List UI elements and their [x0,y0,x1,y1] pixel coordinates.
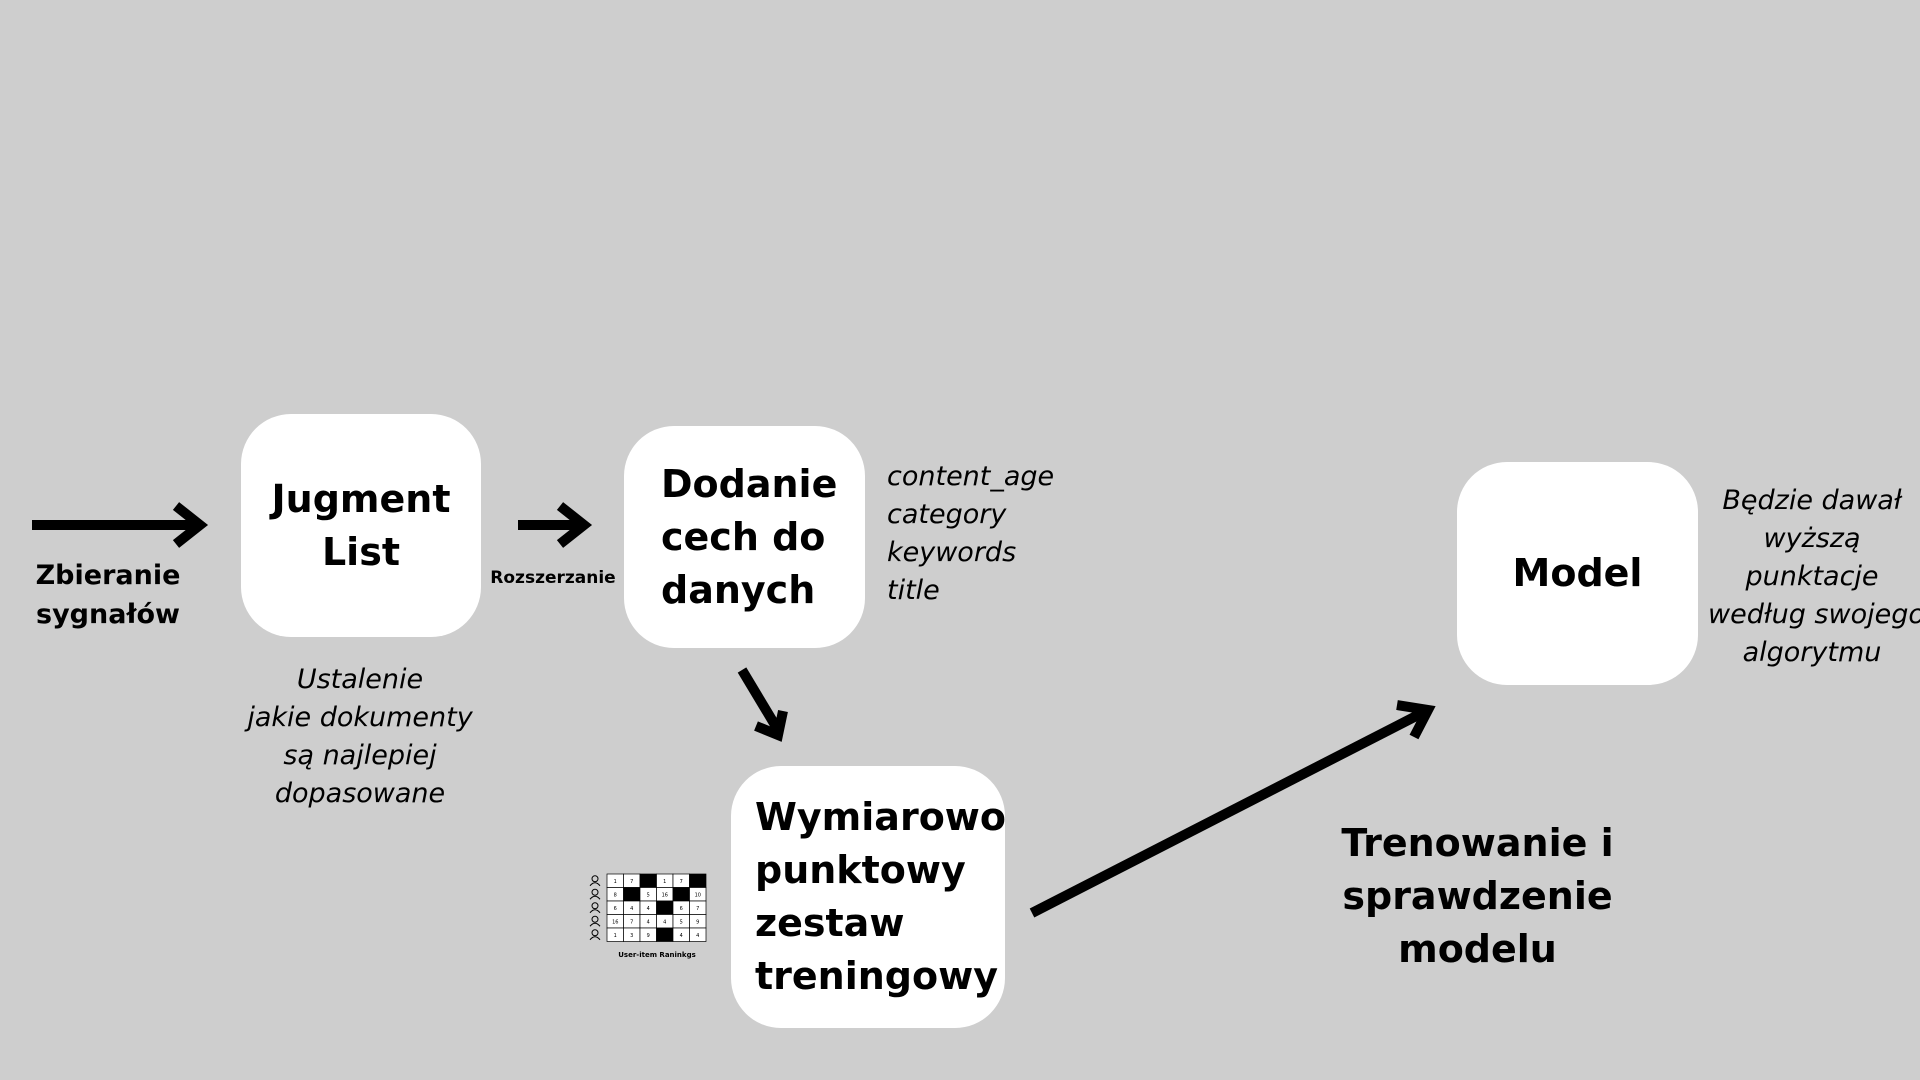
matrix-caption: User-item Raninkgs [618,951,696,959]
matrix-cell-value: 7 [630,879,633,885]
note-model: Będzie dawał wyższą punktacje według swo… [1708,482,1920,672]
matrix-cell-value: 4 [680,933,683,939]
matrix-cell-value: 1 [614,933,617,939]
note-line: content_age [887,461,1055,492]
matrix-cell-value: 16 [612,919,618,925]
node-line: Jugment [271,476,451,521]
label-signals: Zbieranie sygnałów [28,556,188,634]
node-line: Dodanie [661,461,838,506]
node-line: danych [661,567,816,612]
label-training: Trenowanie i sprawdzenie modelu [1330,817,1625,976]
label-line: Trenowanie i [1341,821,1614,865]
matrix-cell [689,873,707,888]
matrix-cell-value: 4 [663,919,666,925]
matrix-cell [656,900,674,915]
arrow-features-to-training [737,667,788,742]
matrix-cell-value: 5 [680,919,683,925]
matrix-cell [639,873,657,888]
matrix-cell [689,927,707,942]
arrow-signals-to-judgment [32,502,209,548]
matrix-cell-value: 8 [614,892,617,898]
note-line: jakie dokumenty [247,702,473,733]
node-line: treningowy [755,954,998,998]
user-icon [589,888,601,900]
note-features: content_age category keywords title [887,458,1055,610]
note-line: są najlepiej [283,740,437,771]
matrix-cell [672,887,690,902]
note-line: Będzie dawał [1722,485,1902,516]
note-line: title [887,575,940,606]
node-line: zestaw [755,901,905,945]
label-line: modelu [1398,927,1557,971]
node-line: Model [1512,551,1643,595]
arrow-judgment-to-features [518,502,593,548]
node-line: cech do [661,514,826,559]
matrix-cell-value: 4 [647,919,650,925]
matrix-cell-value: 4 [647,906,650,912]
matrix-cell-value: 1 [614,879,617,885]
matrix-cell-value: 1 [663,879,666,885]
label-line: sprawdzenie [1342,874,1613,918]
note-line: dopasowane [274,778,446,809]
note-line: wyższą [1763,523,1861,554]
matrix-cell-value: 5 [647,892,650,898]
label-line: Zbieranie [35,560,181,591]
node-training-set: Wymiarowo punktowy zestaw treningowy [731,766,1007,1028]
node-line: Wymiarowo [755,795,1007,839]
matrix-cell [623,887,641,902]
note-line: Ustalenie [296,664,424,695]
matrix-cell-value: 6 [680,906,683,912]
user-icon [589,915,601,927]
matrix-cell-value: 7 [630,919,633,925]
node-model: Model [1457,462,1698,685]
note-line: algorytmu [1742,637,1882,668]
node-judgment-list: Jugment List [241,414,481,637]
matrix-cell-value: 7 [680,879,683,885]
user-icon [589,929,601,941]
note-line: punktacje [1745,561,1879,592]
matrix-cell-value: 16 [662,892,668,898]
user-icon [589,902,601,914]
node-features: Dodanie cech do danych [624,426,865,648]
note-line: keywords [887,537,1017,568]
matrix-cell [656,927,674,942]
arrow-training-to-model [1029,700,1436,918]
matrix-cell-value: 7 [696,906,699,912]
label-line: sygnałów [36,599,180,630]
node-line: List [321,529,400,574]
matrix-cell-value: 9 [647,933,650,939]
label-extension: Rozszerzanie [490,568,616,588]
matrix-cell-value: 3 [630,933,633,939]
matrix-cell-value: 6 [614,906,617,912]
user-icon [589,875,601,887]
note-line: category [887,499,1007,530]
matrix-cell-value: 4 [696,933,699,939]
matrix-cell-value: 4 [630,906,633,912]
note-line: według swojego [1708,599,1920,630]
node-line: punktowy [755,848,966,892]
matrix-cell-value: 10 [695,892,701,898]
matrix-cell-value: 9 [696,919,699,925]
note-judgment: Ustalenie jakie dokumenty są najlepiej d… [240,661,480,813]
